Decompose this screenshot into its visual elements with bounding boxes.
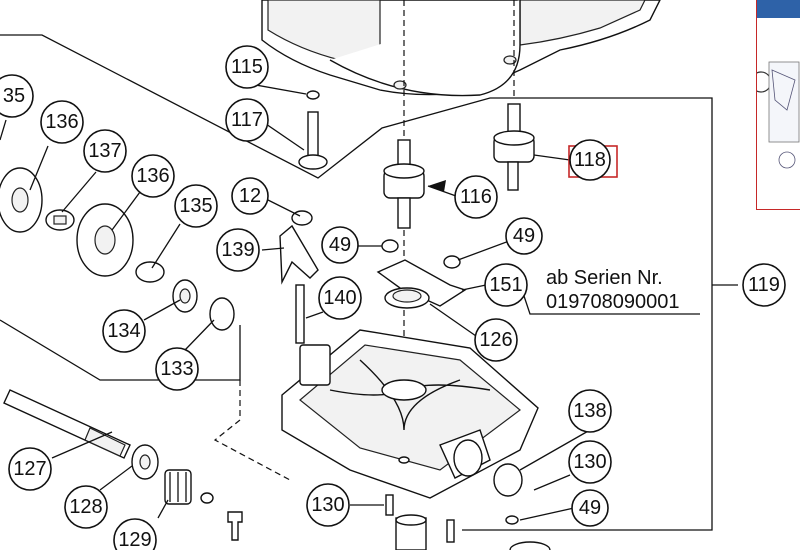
callout-label: 151 <box>489 274 522 296</box>
callout-label: 137 <box>88 140 121 162</box>
callout-137[interactable]: 137 <box>83 129 127 173</box>
callout-label: 126 <box>479 329 512 351</box>
callout-label: 135 <box>179 195 212 217</box>
callout-label: 136 <box>45 111 78 133</box>
callout-label: 49 <box>513 225 535 247</box>
bracket-139 <box>279 210 319 285</box>
callout-label: 130 <box>573 451 606 473</box>
ring-133 <box>209 297 235 331</box>
gear-129 <box>164 469 192 505</box>
cap-138 <box>493 463 523 497</box>
callout-130[interactable]: 130 <box>306 483 350 527</box>
callout-label: 117 <box>231 109 263 131</box>
pin-140 <box>295 284 305 344</box>
disc-137 <box>45 209 75 231</box>
nut-49a <box>381 239 399 253</box>
callout-35[interactable]: 35 <box>0 74 34 118</box>
disc-136 <box>76 203 134 277</box>
callout-134[interactable]: 134 <box>102 309 146 353</box>
callout-151[interactable]: 151 <box>484 263 528 307</box>
callout-115[interactable]: 115 <box>225 45 269 89</box>
callout-138[interactable]: 138 <box>568 389 612 433</box>
thumbnail-preview <box>757 61 800 169</box>
callout-49-second[interactable]: 49 <box>505 217 543 255</box>
disc-135 <box>135 261 165 283</box>
callout-label: 118 <box>574 149 606 171</box>
pin-118 <box>493 103 535 191</box>
callout-119[interactable]: 119 <box>742 263 786 307</box>
washer <box>200 492 214 504</box>
callout-label: 138 <box>573 400 606 422</box>
pin-116 <box>383 139 425 229</box>
screw <box>227 511 243 541</box>
serial-note-line2: 019708090001 <box>546 291 679 313</box>
callout-49-third[interactable]: 49 <box>571 489 609 527</box>
bottom-part <box>509 541 551 550</box>
callout-label: 139 <box>221 239 254 261</box>
bearing-134 <box>172 279 198 313</box>
callout-117[interactable]: 117 <box>225 98 269 142</box>
callout-label: 128 <box>69 496 102 518</box>
callout-label: 49 <box>329 234 351 256</box>
callout-label: 119 <box>748 274 780 296</box>
callout-label: 12 <box>239 185 261 207</box>
callout-label: 115 <box>231 56 263 78</box>
nut-49b <box>443 255 461 269</box>
serial-note-line1: ab Serien Nr. <box>546 267 663 289</box>
callout-label: 116 <box>460 186 492 208</box>
callout-label: 127 <box>13 458 46 480</box>
callout-126[interactable]: 126 <box>474 318 518 362</box>
thumbnail-header <box>757 0 800 18</box>
callout-12[interactable]: 12 <box>231 177 269 215</box>
callout-49[interactable]: 49 <box>321 226 359 264</box>
bearing-128 <box>131 444 159 480</box>
arrow-head <box>428 180 446 192</box>
callout-127[interactable]: 127 <box>8 447 52 491</box>
callout-label: 130 <box>311 494 344 516</box>
screw-130b <box>446 519 455 543</box>
callout-133[interactable]: 133 <box>155 347 199 391</box>
callout-label: 49 <box>579 497 601 519</box>
callout-136[interactable]: 136 <box>40 100 84 144</box>
callout-130-second[interactable]: 130 <box>568 440 612 484</box>
callout-139[interactable]: 139 <box>216 228 260 272</box>
disc-35 <box>0 167 43 233</box>
ring-126 <box>384 287 430 309</box>
callout-136-second[interactable]: 136 <box>131 154 175 198</box>
base-housing <box>281 329 539 499</box>
callout-118[interactable]: 118 <box>569 139 611 181</box>
thumbnail-panel[interactable] <box>756 0 800 210</box>
callout-116[interactable]: 116 <box>454 175 498 219</box>
pin-117 <box>298 90 328 170</box>
callout-label: 129 <box>118 529 151 550</box>
callout-label: 134 <box>107 320 140 342</box>
motor-housing <box>261 0 661 97</box>
shaft-127 <box>3 389 131 459</box>
screw-130a <box>385 494 394 516</box>
callout-label: 136 <box>136 165 169 187</box>
callout-label: 133 <box>160 358 193 380</box>
callout-140[interactable]: 140 <box>318 276 362 320</box>
callout-135[interactable]: 135 <box>174 184 218 228</box>
nut-49c <box>505 515 519 525</box>
callout-129[interactable]: 129 <box>113 518 157 550</box>
callout-label: 35 <box>3 85 25 107</box>
coupling <box>395 514 427 550</box>
callout-128[interactable]: 128 <box>64 485 108 529</box>
callout-label: 140 <box>323 287 356 309</box>
